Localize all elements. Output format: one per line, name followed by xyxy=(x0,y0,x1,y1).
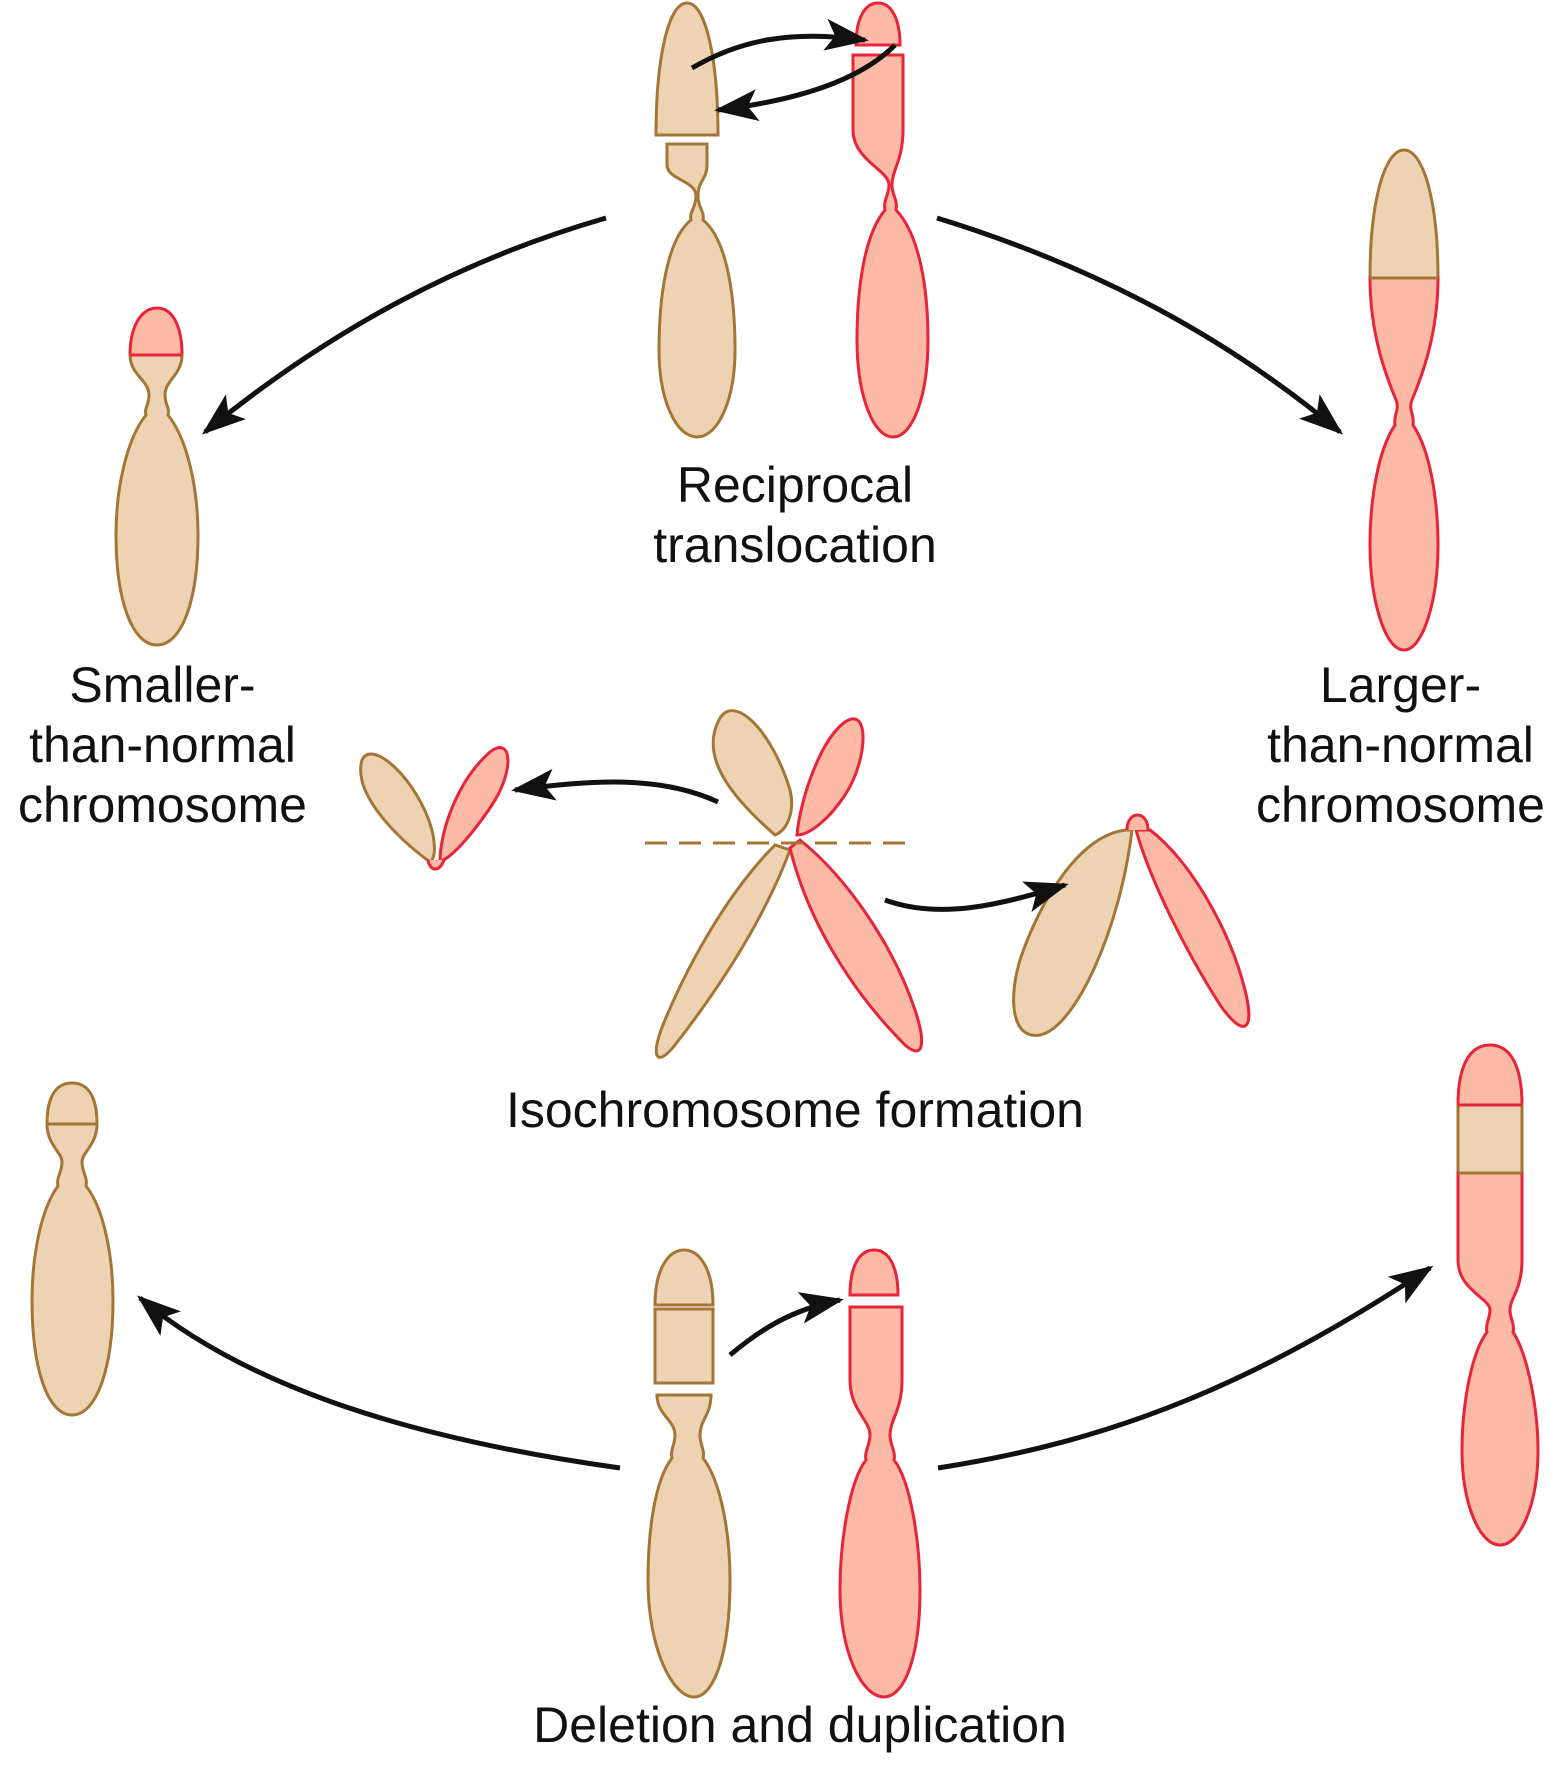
label-isochromosome-formation: Isochromosome formation xyxy=(505,1082,1084,1138)
pink-chromosome-top xyxy=(851,1,930,439)
arrow-to-duplicated-chromosome xyxy=(937,1265,1434,1471)
label-larger-line3: chromosome xyxy=(1256,777,1545,833)
tan-chromosome-top xyxy=(654,1,737,439)
arrow-to-larger-chromosome xyxy=(936,215,1344,435)
larger-than-normal-chromosome xyxy=(1368,148,1440,652)
label-deletion-and-duplication: Deletion and duplication xyxy=(533,1697,1067,1753)
small-isochromosome xyxy=(359,746,510,871)
label-smaller-than-normal: Smaller- than-normal chromosome xyxy=(0,655,325,835)
label-larger-than-normal: Larger- than-normal chromosome xyxy=(1238,655,1563,835)
reciprocal-translocation-group xyxy=(654,1,930,439)
label-reciprocal-translocation: Reciprocal translocation xyxy=(580,455,1010,575)
duplicated-chromosome xyxy=(1456,1043,1540,1547)
label-larger-line1: Larger- xyxy=(1319,657,1482,713)
exchange-arrow-left xyxy=(714,43,897,122)
exchange-arrow-right xyxy=(690,18,869,71)
deleted-chromosome xyxy=(30,1081,115,1417)
label-smaller-line3: chromosome xyxy=(18,777,307,833)
label-larger-line2: than-normal xyxy=(1267,717,1534,773)
pink-chromosome-bottom xyxy=(838,1248,922,1699)
label-reciprocal-line1: Reciprocal xyxy=(676,457,914,513)
duplication-transfer-arrow xyxy=(728,1292,844,1357)
arrow-to-smaller-chromosome xyxy=(201,215,607,435)
arrow-to-deleted-chromosome xyxy=(136,1295,621,1471)
arrow-to-small-isochromosome xyxy=(511,768,720,805)
x-shaped-chromosome xyxy=(654,709,924,1059)
large-isochromosome xyxy=(1012,813,1251,1037)
smaller-than-normal-chromosome xyxy=(114,306,200,647)
deletion-duplication-group xyxy=(30,1043,1540,1699)
label-smaller-line1: Smaller- xyxy=(69,657,256,713)
label-reciprocal-line2: translocation xyxy=(653,517,937,573)
arrow-to-large-isochromosome xyxy=(884,881,1069,913)
tan-chromosome-bottom xyxy=(646,1248,732,1699)
isochromosome-group xyxy=(359,709,1251,1059)
label-smaller-line2: than-normal xyxy=(29,717,296,773)
